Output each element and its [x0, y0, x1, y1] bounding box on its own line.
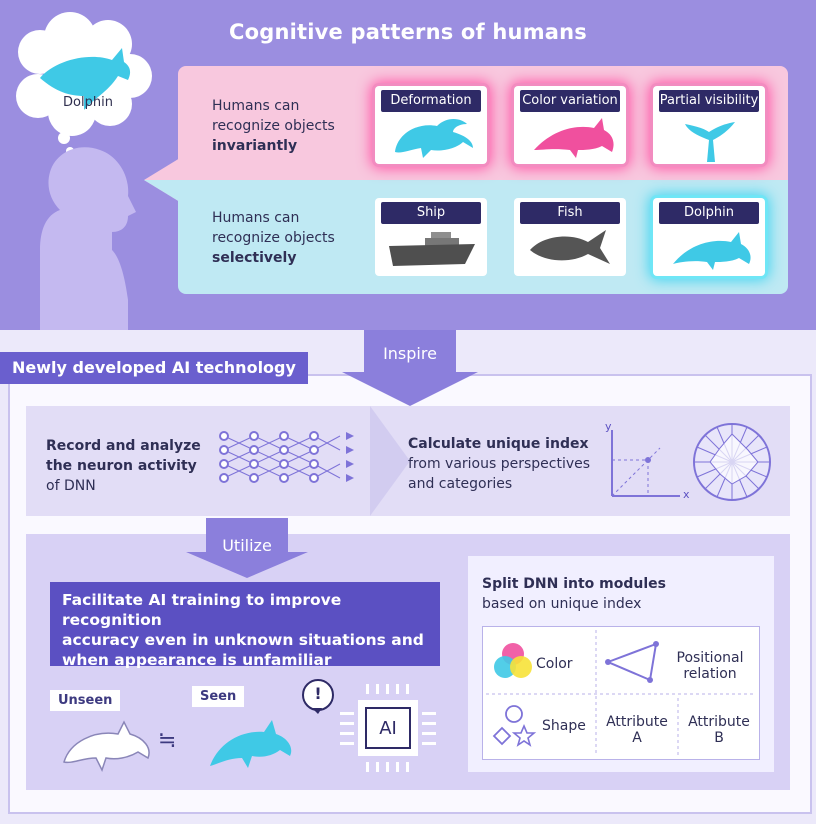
- section-title: Newly developed AI technology: [0, 352, 308, 384]
- module-dividers: [486, 630, 756, 756]
- inspire-label: Inspire: [383, 344, 437, 363]
- unseen-label: Unseen: [50, 690, 121, 711]
- module-positional-label: Positional relation: [676, 650, 744, 682]
- inspire-arrow: [342, 330, 478, 406]
- card-partial-visibility: Partial visibility: [653, 86, 765, 164]
- card-fish: Fish: [514, 198, 626, 276]
- seen-label: Seen: [192, 686, 245, 707]
- card-ship: Ship: [375, 198, 487, 276]
- person-silhouette: [40, 147, 136, 330]
- alert-icon: [302, 679, 334, 714]
- positional-triangle-icon: [605, 641, 659, 683]
- module-attribute-a: Attribute A: [606, 714, 668, 746]
- dolphin-icon: [395, 119, 473, 158]
- module-shape-label: Shape: [542, 718, 586, 734]
- page-title: Cognitive patterns of humans: [228, 20, 588, 44]
- unseen-dolphin-icon: [63, 720, 150, 772]
- shape-icon: [492, 705, 537, 747]
- module-color-label: Color: [536, 656, 573, 672]
- alert-mark: !: [314, 684, 322, 703]
- dolphin-icon: [534, 118, 614, 158]
- ai-chip-label: AI: [379, 718, 397, 739]
- facilitate-box: Facilitate AI training to improve recogn…: [50, 582, 440, 669]
- ship-icon: [389, 232, 475, 266]
- calc-text: Calculate unique index from various pers…: [408, 436, 591, 492]
- human-thought-illustration: [16, 12, 152, 330]
- dolphin-icon: [673, 232, 751, 270]
- seen-dolphin-icon: [210, 720, 292, 768]
- axis-y-label: y: [605, 420, 612, 433]
- modules-subtitle: based on unique index: [482, 596, 642, 612]
- dolphin-icon: [40, 48, 131, 110]
- band-chevron: [370, 406, 410, 516]
- axis-x-label: x: [683, 488, 690, 501]
- record-text: Record and analyze the neuron activity o…: [46, 438, 201, 494]
- radar-chart-icon: [693, 423, 771, 501]
- modules-title: Split DNN into modules: [482, 576, 666, 592]
- ai-chip-icon: [340, 684, 436, 772]
- card-dolphin: Dolphin: [653, 198, 765, 276]
- neural-network-icon: [219, 431, 354, 483]
- card-color-variation: Color variation: [514, 86, 626, 164]
- utilize-label: Utilize: [222, 536, 272, 555]
- scatter-axes-icon: [611, 430, 680, 497]
- card-deformation: Deformation: [375, 86, 487, 164]
- invariant-text: Humans can recognize objects invariantly: [212, 98, 335, 154]
- color-circles-icon: [494, 643, 532, 678]
- speech-pointer: [144, 158, 180, 202]
- tail-icon: [685, 122, 735, 162]
- approx-equal-symbol: ≒: [158, 728, 177, 753]
- utilize-arrow: [186, 518, 308, 578]
- selective-text: Humans can recognize objects selectively: [212, 210, 335, 266]
- fish-icon: [530, 230, 610, 264]
- module-attribute-b: Attribute B: [688, 714, 750, 746]
- thought-label: Dolphin: [63, 95, 113, 110]
